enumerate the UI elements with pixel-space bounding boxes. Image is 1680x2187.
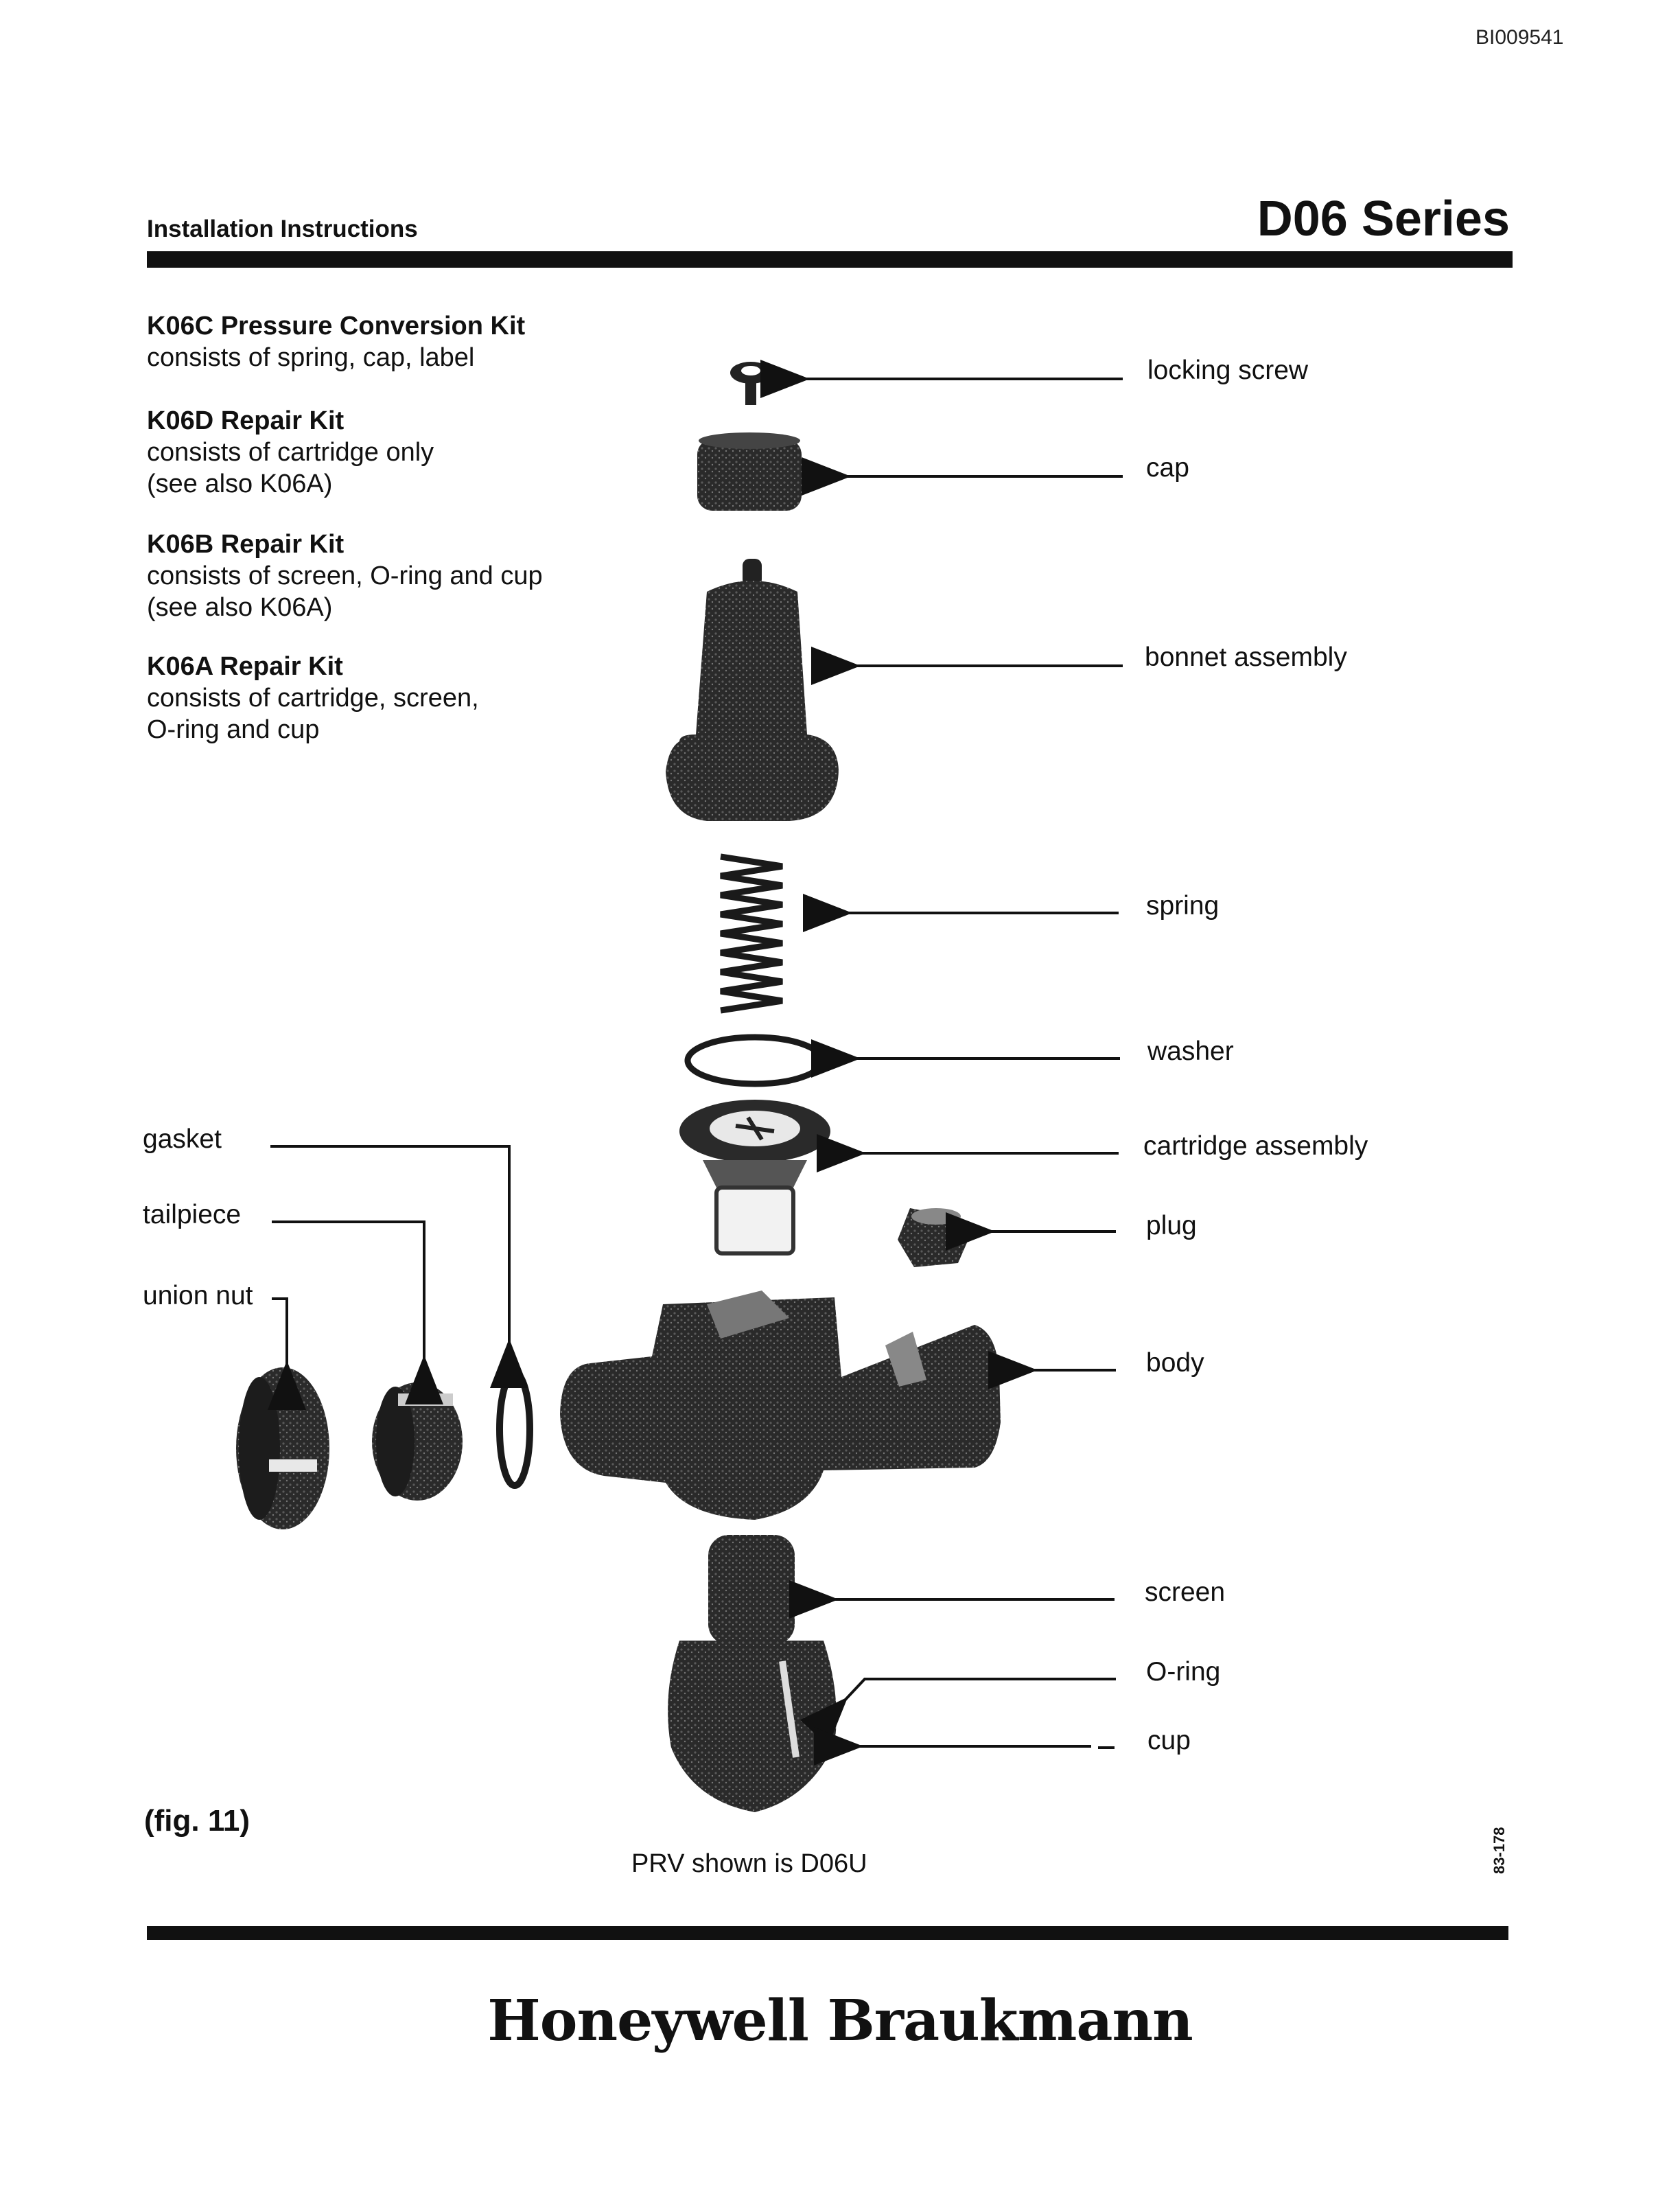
label-washer: washer [1147, 1037, 1234, 1066]
label-gasket: gasket [143, 1124, 222, 1154]
body-part [560, 1291, 1001, 1520]
cartridge-assembly-part [679, 1100, 830, 1256]
label-locking-screw: locking screw [1147, 356, 1309, 385]
bottom-rule [147, 1926, 1508, 1940]
kit-description: consists of cartridge, screen, [147, 684, 479, 713]
kit-k06b: K06B Repair Kit consists of screen, O-ri… [147, 529, 543, 623]
screen-and-cup-part [668, 1535, 837, 1812]
label-body: body [1146, 1348, 1204, 1378]
label-cartridge-assembly: cartridge assembly [1143, 1131, 1368, 1161]
label-bonnet-assembly: bonnet assembly [1145, 643, 1347, 672]
kit-note: (see also K06A) [147, 470, 333, 498]
kit-name: K06D Repair Kit [147, 406, 345, 435]
kit-k06a: K06A Repair Kit consists of cartridge, s… [147, 651, 479, 745]
section-label: Installation Instructions [147, 216, 418, 242]
kit-description: consists of cartridge only [147, 438, 434, 467]
cap-part [697, 432, 802, 511]
plug-part [898, 1208, 968, 1267]
brand-logo-text: Honeywell Braukmann [487, 1988, 1193, 2054]
kit-name: K06C Pressure Conversion Kit [147, 312, 526, 340]
figure-caption: (fig. 11) [144, 1804, 250, 1838]
union-nut-part [236, 1367, 329, 1529]
code-mark: 83-178 [1491, 1827, 1508, 1874]
kit-k06c: K06C Pressure Conversion Kit consists of… [147, 310, 525, 373]
kit-description: consists of spring, cap, label [147, 343, 475, 372]
prv-note: PRV shown is D06U [631, 1849, 867, 1878]
kit-note: (see also K06A) [147, 593, 333, 622]
kit-name: K06B Repair Kit [147, 530, 345, 559]
kit-k06d: K06D Repair Kit consists of cartridge on… [147, 405, 434, 500]
kit-description: consists of screen, O-ring and cup [147, 562, 543, 590]
leader-lines [760, 360, 1123, 1766]
label-cap: cap [1146, 453, 1189, 483]
label-spring: spring [1146, 891, 1220, 921]
series-title: D06 Series [1257, 192, 1510, 246]
label-union-nut: union nut [143, 1281, 253, 1310]
gasket-part [496, 1369, 533, 1489]
label-plug: plug [1146, 1211, 1197, 1240]
bonnet-assembly-part [666, 559, 839, 821]
label-cup: cup [1147, 1726, 1191, 1755]
tailpiece-part [372, 1382, 463, 1501]
top-rule [147, 251, 1513, 268]
spring-part [720, 853, 783, 1014]
kit-name: K06A Repair Kit [147, 652, 343, 681]
label-screen: screen [1145, 1577, 1226, 1607]
washer-part [684, 1034, 826, 1087]
label-o-ring: O-ring [1146, 1657, 1221, 1687]
locking-screw-part [730, 362, 771, 405]
document-id: BI009541 [1475, 26, 1564, 49]
kit-description-cont: O-ring and cup [147, 715, 320, 744]
leader-lines-left [268, 1145, 528, 1410]
label-tailpiece: tailpiece [143, 1200, 242, 1229]
